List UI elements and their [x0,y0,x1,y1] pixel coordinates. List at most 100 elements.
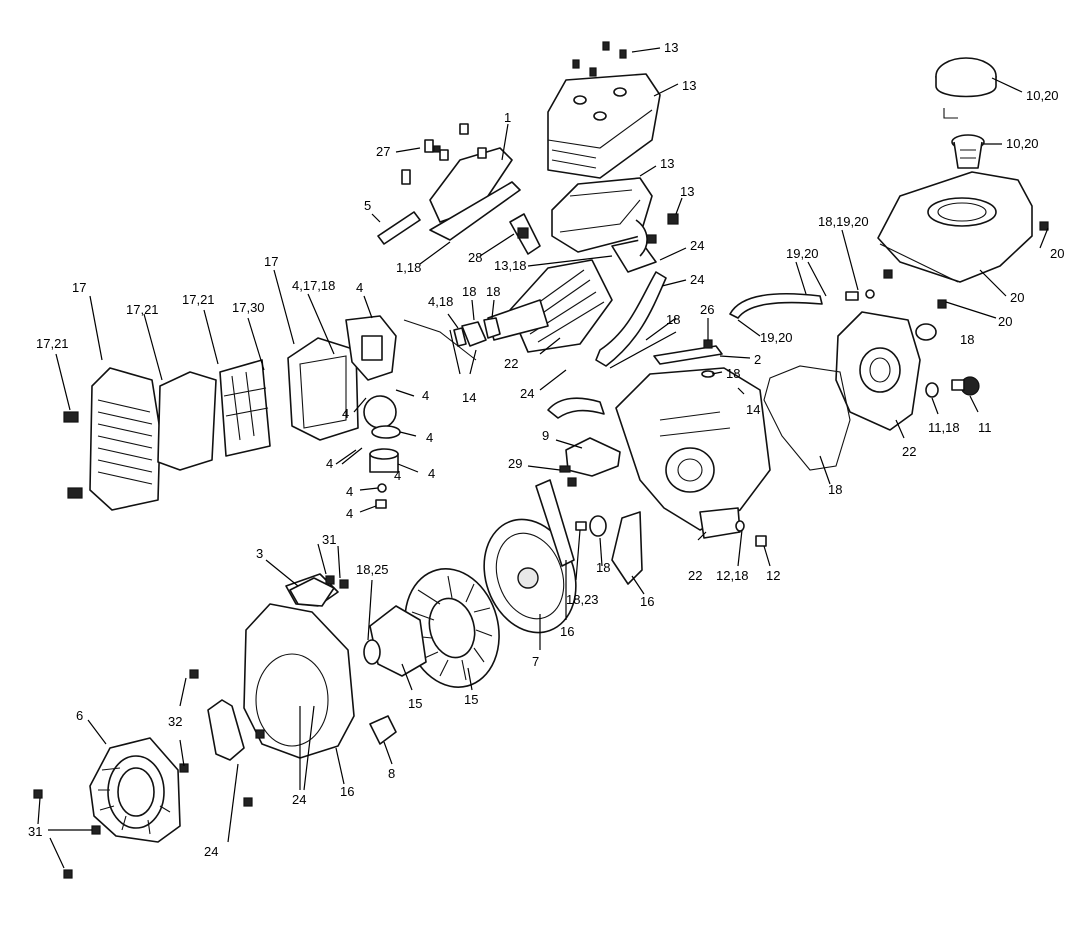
throttle-linkage-part [403,319,477,361]
crankcase-part [615,367,771,539]
ignition-plate-part [535,479,575,567]
callout-13-18-gasket: 13,18 [494,258,527,273]
callout-10-20-strainer: 10,20 [1006,136,1039,151]
cylinder-head-part [551,177,653,253]
callout-18-19-20: 18,19,20 [818,214,869,229]
air-filter-grid-part [219,359,271,457]
callout-4-d: 4 [326,456,333,471]
callout-4-18: 4,18 [428,294,453,309]
callout-18-washer: 18 [726,366,740,381]
intake-spacers-part [453,317,501,347]
callout-20-bolt-right: 20 [1050,246,1064,261]
starter-cup-part [363,605,427,677]
callout-16-coil: 16 [560,624,574,639]
callout-4-f: 4 [346,484,353,499]
callout-24-shroud-bolts: 24 [292,792,306,807]
hoses-part [595,219,667,367]
fuel-tank-part [877,171,1033,283]
callout-24-hose: 24 [520,386,534,401]
callout-17-30: 17,30 [232,300,265,315]
callout-18-spacer-b: 18 [486,284,500,299]
callout-4-carb: 4 [356,280,363,295]
stop-switch-part [289,577,335,607]
callout-18-23-key: 18,23 [566,592,599,607]
control-bracket-part [547,397,621,477]
valve-cover-part [547,73,661,179]
callout-24-pipe: 24 [690,272,704,287]
callout-6-recoil: 6 [76,708,83,723]
callout-2-bracket: 2 [754,352,761,367]
callout-18-gasket-large: 18 [828,482,842,497]
callout-20-tank: 20 [1010,290,1024,305]
carburetor-part [345,315,401,509]
fuel-cup-part [207,699,245,761]
callout-11-18: 11,18 [928,420,960,435]
callout-4-a: 4 [342,406,349,421]
air-filter-element-part [157,371,217,471]
misc-bolts-part [33,145,1049,879]
callout-9-bracket: 9 [542,428,549,443]
callout-18-cover-seal: 18 [960,332,974,347]
fuel-line-part [729,292,823,319]
callout-22-cover: 22 [902,444,916,459]
callout-28-spark-plug: 28 [468,250,482,265]
callout-16-plate: 16 [640,594,654,609]
callout-14-spring: 14 [746,402,760,417]
callout-1-breather: 1 [504,110,511,125]
callout-22-crankcase: 22 [688,568,702,583]
cooling-fan-part [404,568,500,688]
callout-1-18-gasket: 1,18 [396,260,421,275]
top-bolts-part [572,41,679,244]
callout-17-21-left: 17,21 [36,336,69,351]
callout-29-bolt: 29 [508,456,522,471]
fuel-strainer-part [951,134,985,169]
dipstick-part [951,376,980,396]
callout-4-c: 4 [426,430,433,445]
callout-20-bolt: 20 [998,314,1012,329]
callout-18-spacer-a: 18 [462,284,476,299]
callout-24-fuel-cup: 24 [204,844,218,859]
fuel-cap-part [935,57,997,119]
callout-4-e: 4 [428,466,435,481]
callout-17-housing: 17 [264,254,278,269]
callout-32-bolts: 32 [168,714,182,729]
callout-26: 26 [700,302,714,317]
crankcase-cover-part [835,311,921,431]
callout-17-21-element: 17,21 [126,302,159,317]
callout-22-cylinder: 22 [504,356,518,371]
callout-5-tube: 5 [364,198,371,213]
callout-4-g: 4 [346,506,353,521]
callout-18-gasket-mid: 18 [666,312,680,327]
callout-14-linkage: 14 [462,390,476,405]
callout-11-dipstick: 11 [978,420,992,435]
callout-13-bolt: 13 [680,184,694,199]
callout-27-bolts: 27 [376,144,390,159]
blower-plate-part [611,511,643,585]
callout-19-20-clamp: 19,20 [760,330,793,345]
rocker-bolts-part [401,139,434,185]
callout-4-b: 4 [422,388,429,403]
callout-4-h: 4 [394,468,401,483]
recoil-starter-part [89,737,181,843]
callout-16-shroud: 16 [340,784,354,799]
callout-31-bolts: 31 [28,824,42,839]
callout-19-20-line: 19,20 [786,246,819,261]
callout-15-cup: 15 [408,696,422,711]
spark-plug-part [509,213,541,255]
callout-18-washer-2: 18 [596,560,610,575]
callout-4-17-18: 4,17,18 [292,278,335,293]
callout-7-flywheel: 7 [532,654,539,669]
callout-3-stop-switch: 3 [256,546,263,561]
muffler-part [63,367,161,511]
knob-part [369,715,397,745]
callout-18-25: 18,25 [356,562,389,577]
callout-17-21-grid: 17,21 [182,292,215,307]
breather-cover-part [429,123,521,241]
speed-bracket-part [653,345,723,365]
exhaust-gasket-part [611,239,657,273]
crankcase-gasket-part [763,365,851,471]
callout-17-muffler: 17 [72,280,86,295]
cylinder-block-part [487,259,613,353]
callout-12-drain: 12 [766,568,780,583]
callout-15-fan: 15 [464,692,478,707]
